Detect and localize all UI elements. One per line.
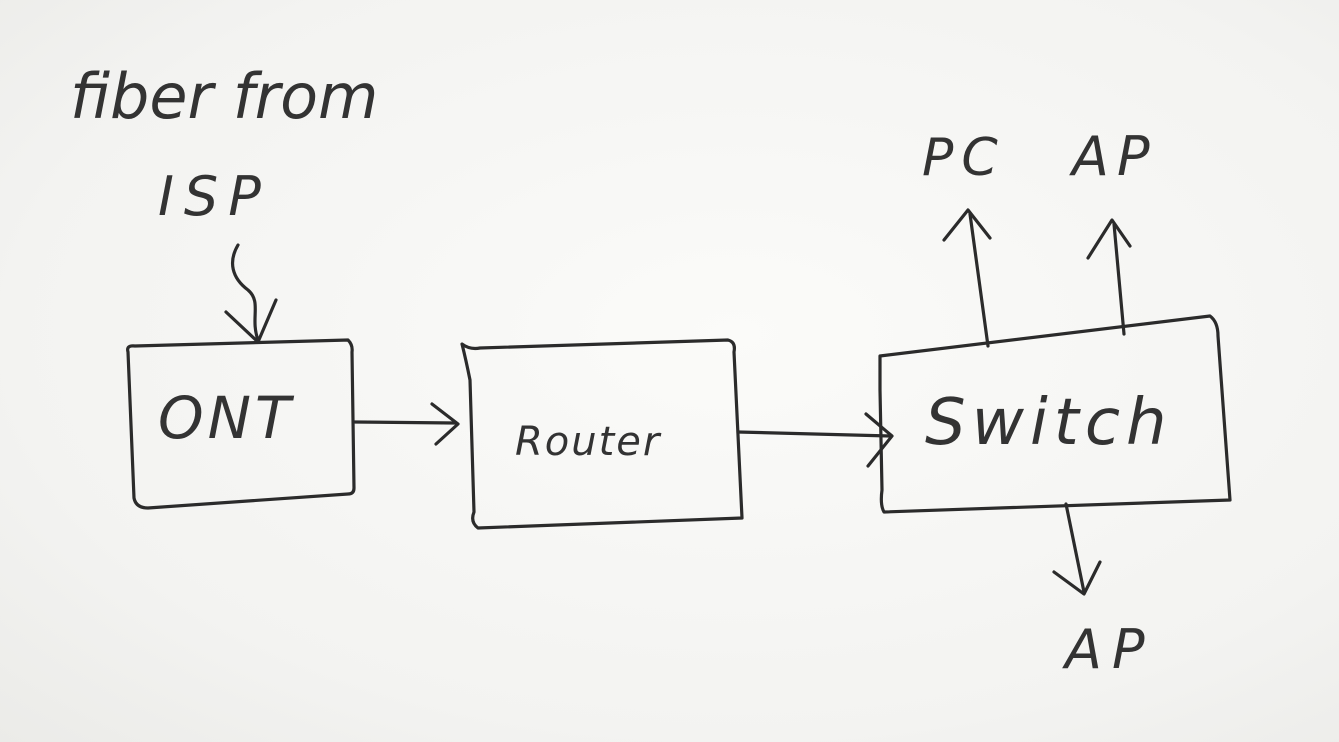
ap-top-label: AP (1069, 125, 1158, 188)
switch-label: Switch (925, 386, 1173, 460)
ont-box (126, 338, 356, 510)
ont-to-router-line (353, 420, 457, 425)
ont-to-router-head (430, 402, 460, 446)
switch-to-pc-head (942, 208, 992, 242)
switch-to-ap-top-line (1112, 222, 1126, 336)
ont-label: ONT (158, 384, 295, 452)
ap-bottom-label: AP (1062, 618, 1155, 681)
router-to-switch-head (864, 412, 894, 468)
fiber-arrow-head (224, 298, 278, 344)
switch-to-ap-bottom-line (1064, 502, 1086, 594)
router-to-switch-line (736, 430, 892, 438)
pc-label: PC (922, 128, 1006, 188)
router-box (460, 338, 744, 530)
switch-to-ap-top-head (1086, 218, 1132, 260)
fiber-arrow-line (230, 243, 260, 342)
switch-to-pc-line (968, 212, 990, 348)
switch-box (878, 314, 1232, 514)
source-label-line-2: ISP (158, 165, 271, 228)
source-label-line-1: fiber from (70, 60, 378, 133)
router-label: Router (515, 419, 662, 465)
switch-to-ap-bottom-head (1052, 560, 1102, 596)
